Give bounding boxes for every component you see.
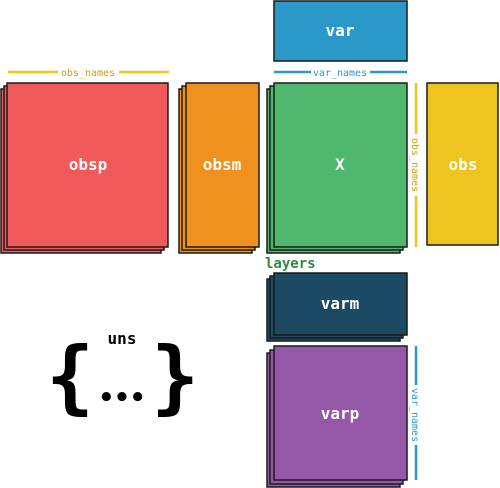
obs-names-side-label: obs_names <box>409 138 420 192</box>
var-label: var <box>326 21 355 40</box>
var-names-side-label: var_names <box>409 388 420 442</box>
obs-names-side-annotation: obs_names <box>409 83 420 247</box>
x-block: X <box>266 82 408 254</box>
varp-label: varp <box>321 404 360 423</box>
obs-block: obs <box>426 82 499 246</box>
x-label: X <box>335 155 345 174</box>
obsp-label: obsp <box>69 155 108 174</box>
uns-open-brace: { <box>46 330 94 423</box>
varm-label: varm <box>321 294 360 313</box>
obsp-block: obsp <box>0 82 169 254</box>
obsm-label: obsm <box>203 155 242 174</box>
obsm-block: obsm <box>178 82 260 254</box>
varp-block: varp <box>266 345 408 488</box>
uns-dots: ••• <box>99 383 146 413</box>
var-names-top-annotation: var_names <box>274 68 407 79</box>
obs-names-top-label: obs_names <box>61 68 115 79</box>
obs-label: obs <box>449 155 478 174</box>
var-names-side-annotation: var_names <box>409 346 420 480</box>
var-names-top-label: var_names <box>313 68 367 79</box>
uns-label: uns <box>108 329 137 348</box>
uns-group: { uns ••• } <box>46 329 199 423</box>
var-block: var <box>273 0 408 62</box>
obs-names-top-annotation: obs_names <box>8 68 169 79</box>
layers-label: layers <box>265 256 316 272</box>
varm-block: varm <box>266 272 408 342</box>
uns-close-brace: } <box>151 330 199 423</box>
